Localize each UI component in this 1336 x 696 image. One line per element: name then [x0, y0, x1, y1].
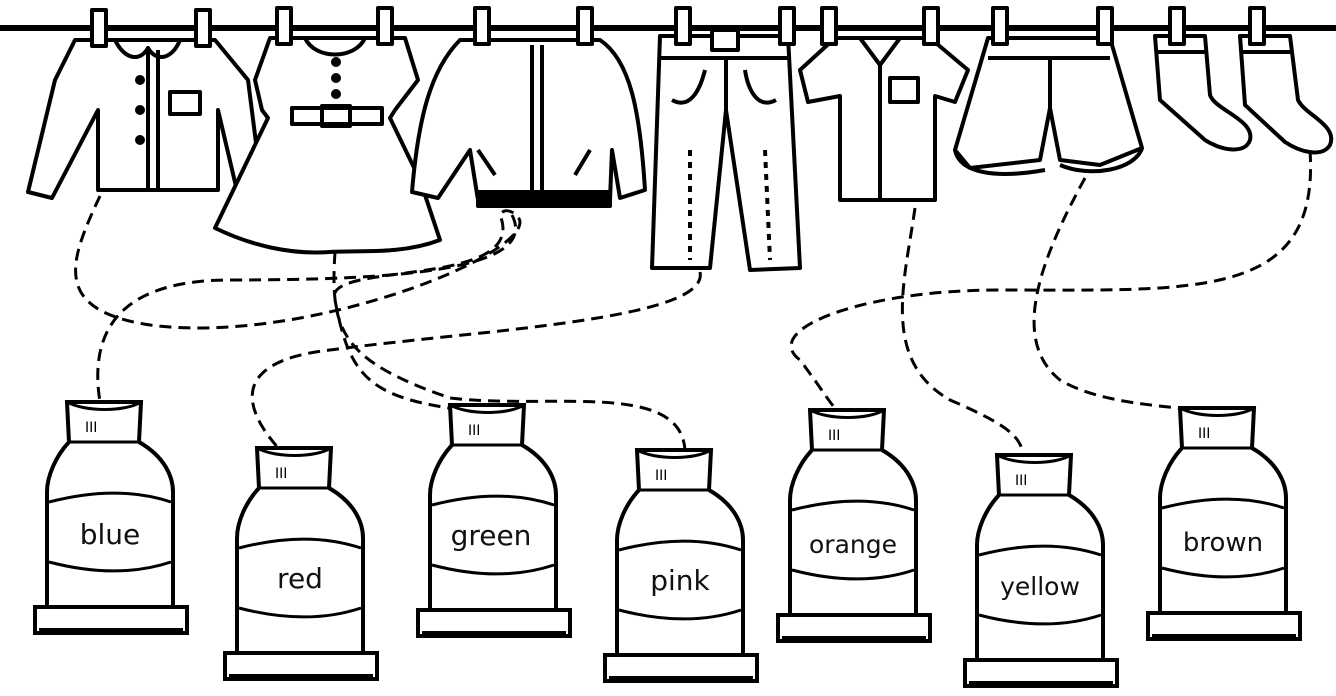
paint-bottle-pink: III pink — [605, 450, 757, 681]
paint-label-orange: orange — [809, 530, 897, 559]
svg-text:III: III — [85, 420, 97, 436]
paint-bottle-yellow: III yellow — [965, 455, 1117, 686]
paint-label-blue: blue — [80, 518, 141, 551]
svg-text:III: III — [1015, 473, 1027, 489]
paint-bottle-blue: III blue — [35, 402, 187, 633]
long-sleeve-shirt-icon — [28, 40, 262, 198]
paint-label-pink: pink — [650, 564, 710, 597]
paint-label-brown: brown — [1183, 528, 1263, 558]
svg-text:III: III — [468, 423, 480, 439]
zip-jacket-icon — [412, 40, 645, 206]
svg-text:III: III — [1198, 426, 1210, 442]
paint-bottle-red: III red — [225, 448, 377, 679]
paint-bottle-icon — [977, 455, 1103, 660]
svg-text:III: III — [828, 428, 840, 444]
paint-bottle-icon — [617, 450, 743, 655]
paint-bottle-green: III green — [418, 405, 570, 636]
paint-bottle-icon — [237, 448, 363, 653]
paint-bottle-icon — [1160, 408, 1286, 613]
paint-bottle-icon — [47, 402, 173, 607]
svg-text:III: III — [655, 468, 667, 484]
paint-bottle-brown: III brown — [1148, 408, 1300, 639]
paint-bottle-icon — [790, 410, 916, 615]
socks-icon — [1155, 36, 1331, 152]
paint-label-green: green — [451, 519, 532, 552]
path-shorts-brown — [1034, 178, 1215, 415]
jeans-icon — [652, 30, 800, 270]
svg-text:III: III — [275, 466, 287, 482]
path-polo-yellow — [902, 208, 1025, 460]
paint-label-red: red — [277, 562, 323, 595]
paint-label-yellow: yellow — [1000, 572, 1080, 601]
clothes — [28, 8, 1331, 270]
paint-bottle-icon — [430, 405, 556, 610]
paint-bottles: III blue III red III g — [35, 402, 1300, 686]
shorts-icon — [955, 38, 1142, 174]
paint-bottle-orange: III orange — [778, 410, 930, 641]
short-sleeve-shirt-icon — [800, 38, 968, 200]
